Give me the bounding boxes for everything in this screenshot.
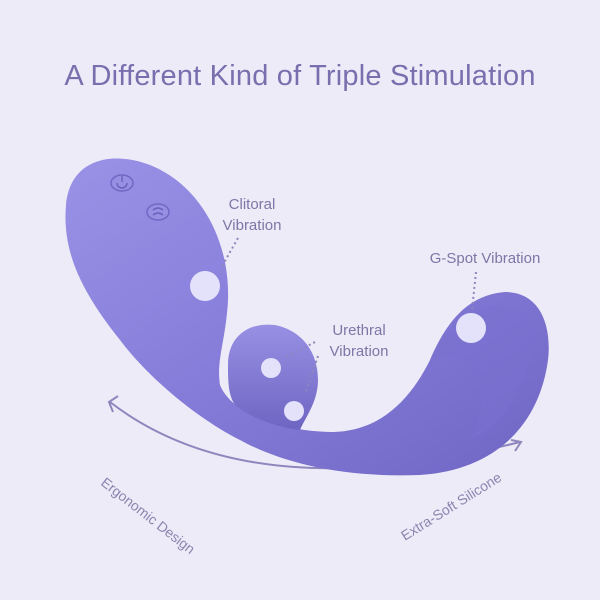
mode-button <box>146 203 170 221</box>
arrow-head-right <box>510 439 523 452</box>
urethral-leader-line-lower <box>305 355 319 393</box>
urethral-leader-line-upper <box>284 341 316 359</box>
right-arm-shading <box>430 305 532 440</box>
power-button <box>110 174 134 192</box>
urethral-vibration-dot-upper <box>261 358 281 378</box>
urethral-vibration-dot-lower <box>284 401 304 421</box>
clitoral-vibration-dot <box>190 271 220 301</box>
arrow-head-left <box>107 395 119 413</box>
urethral-vibration-label: Urethral Vibration <box>314 320 404 362</box>
clitoral-label-line1: Clitoral <box>228 196 276 213</box>
device-body <box>65 158 549 476</box>
clitoral-label-line2: Vibration <box>222 217 282 234</box>
page-title: A Different Kind of Triple Stimulation <box>64 60 536 92</box>
gspot-leader-line <box>471 271 477 311</box>
urethral-label-line2: Vibration <box>329 343 389 360</box>
clitoral-leader-line <box>220 237 239 269</box>
urethral-label-line1: Urethral <box>332 322 386 339</box>
clitoral-vibration-label: Clitoral Vibration <box>212 194 292 236</box>
gspot-vibration-label: G-Spot Vibration <box>429 250 541 267</box>
gspot-vibration-dot <box>456 313 486 343</box>
